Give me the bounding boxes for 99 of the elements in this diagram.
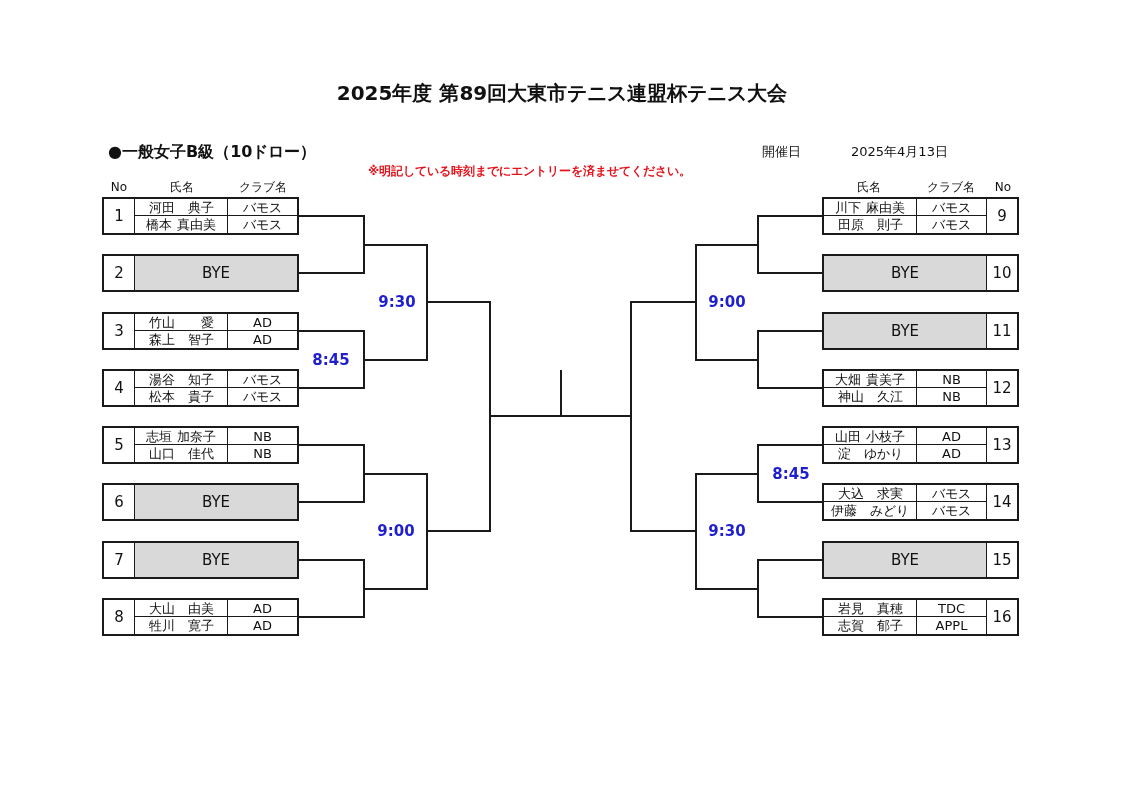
player-name: 伊藤 みどり: [824, 502, 917, 519]
club-name: バモス: [917, 485, 986, 502]
bye-entry: BYE: [824, 543, 986, 577]
entry-table: [102, 312, 299, 350]
entry-number: 2: [104, 256, 135, 290]
player-name: 淀 ゆかり: [824, 445, 917, 462]
entry-table: [822, 254, 1019, 292]
entry-table: [822, 312, 1019, 350]
bracket-line: [298, 330, 365, 389]
match-time: 8:45: [312, 351, 350, 368]
club-name: TDC: [917, 600, 986, 617]
entry-table: [102, 254, 299, 292]
player-name: 志垣 加奈子: [135, 428, 228, 445]
player-name: 大山 由美: [135, 600, 228, 617]
bracket-line: [757, 559, 823, 618]
club-name: NB: [228, 428, 297, 445]
club-name: NB: [252, 445, 273, 462]
entry-table: [822, 197, 1019, 235]
player-name: 岩見 真穂: [824, 600, 917, 617]
club-name: AD: [228, 314, 297, 331]
player-name: 河田 典子: [135, 199, 228, 216]
club-name: AD: [252, 331, 273, 348]
entry-number: 5: [104, 428, 135, 462]
club-name: バモス: [228, 199, 297, 216]
club-name: APPL: [934, 617, 969, 634]
player-name: 志賀 郁子: [824, 617, 917, 634]
match-time: 8:45: [772, 465, 810, 482]
club-name: バモス: [242, 216, 283, 233]
entry-table: [102, 426, 299, 464]
bracket-line: [298, 444, 365, 503]
date-label: 開催日: [762, 144, 801, 160]
section-heading: ●一般女子B級（10ドロー）: [108, 143, 317, 161]
bye-entry: BYE: [824, 314, 986, 348]
bracket-line: [298, 559, 365, 618]
club-name: NB: [917, 371, 986, 388]
club-name: AD: [941, 445, 962, 462]
bye-entry: BYE: [135, 485, 297, 519]
entry-table: [822, 598, 1019, 636]
player-name: 大込 求実: [824, 485, 917, 502]
entry-number: 1: [104, 199, 135, 233]
entry-table: [822, 541, 1019, 579]
match-time: 9:30: [378, 293, 416, 311]
club-name: AD: [228, 600, 297, 617]
club-name: AD: [917, 428, 986, 445]
bye-entry: BYE: [824, 256, 986, 290]
club-name: バモス: [917, 199, 986, 216]
club-name: バモス: [931, 502, 972, 519]
match-time: 9:00: [708, 293, 746, 311]
entry-table: [822, 369, 1019, 407]
bye-entry: BYE: [135, 256, 297, 290]
entry-number: 7: [104, 543, 135, 577]
player-name: 橋本 真由美: [135, 216, 228, 233]
entry-table: [102, 369, 299, 407]
note-text: ※明記している時刻までにエントリーを済ませてください。: [368, 164, 692, 178]
entry-number: 9: [986, 199, 1017, 233]
entry-number: 12: [986, 371, 1017, 405]
club-name: NB: [941, 388, 962, 405]
player-name: 山田 小枝子: [824, 428, 917, 445]
player-name: 森上 智子: [135, 331, 228, 348]
player-name: 神山 久江: [824, 388, 917, 405]
entry-number: 4: [104, 371, 135, 405]
date-text: 2025年4月13日: [851, 144, 948, 160]
player-name: 大畑 貴美子: [824, 371, 917, 388]
title: 2025年度 第89回大東市テニス連盟杯テニス大会: [336, 82, 788, 104]
entry-number: 3: [104, 314, 135, 348]
bracket-line: [298, 215, 365, 274]
bracket-line: [757, 330, 823, 389]
player-name: 湯谷 知子: [135, 371, 228, 388]
player-name: 山口 佳代: [135, 445, 228, 462]
bracket-line: [757, 444, 823, 503]
entry-table: [102, 197, 299, 235]
entry-number: 14: [986, 485, 1017, 519]
entry-number: 10: [986, 256, 1017, 290]
player-name: 牲川 寛子: [135, 617, 228, 634]
entry-number: 13: [986, 428, 1017, 462]
entry-number: 11: [986, 314, 1017, 348]
player-name: 田原 則子: [824, 216, 917, 233]
column-header: No: [994, 181, 1012, 195]
entry-number: 15: [986, 543, 1017, 577]
entry-table: [102, 483, 299, 521]
bracket-line: [757, 215, 823, 274]
club-name: バモス: [228, 371, 297, 388]
club-name: バモス: [242, 388, 283, 405]
player-name: 松本 貴子: [135, 388, 228, 405]
bye-entry: BYE: [135, 543, 297, 577]
entry-number: 6: [104, 485, 135, 519]
column-header: No: [110, 181, 128, 195]
entry-number: 8: [104, 600, 135, 634]
club-name: AD: [252, 617, 273, 634]
match-time: 9:00: [377, 522, 415, 540]
player-name: 竹山 愛: [135, 314, 228, 331]
entry-table: [102, 598, 299, 636]
entry-table: [822, 483, 1019, 521]
entry-table: [102, 541, 299, 579]
player-name: 川下 麻由美: [824, 199, 917, 216]
match-time: 9:30: [708, 522, 746, 540]
entry-number: 16: [986, 600, 1017, 634]
entry-table: [822, 426, 1019, 464]
club-name: バモス: [931, 216, 972, 233]
